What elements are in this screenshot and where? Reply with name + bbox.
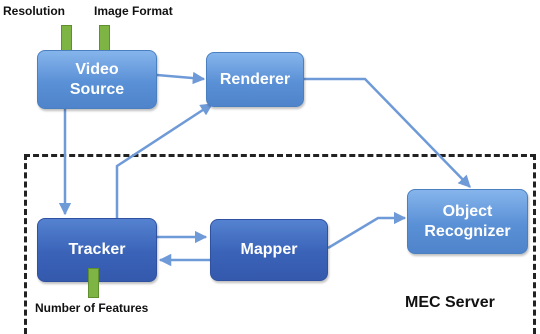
resolution-label: Resolution — [3, 4, 65, 18]
architecture-diagram: Resolution Image Format Video Source Ren… — [3, 4, 536, 334]
object-recognizer-node: Object Recognizer — [407, 189, 528, 254]
video-source-label-line2: Source — [69, 80, 125, 98]
renderer-label: Renderer — [219, 70, 291, 88]
arrow-video-source-to-renderer — [156, 71, 206, 85]
image-format-label: Image Format — [94, 4, 173, 18]
object-recognizer-label-line1: Object — [442, 202, 493, 220]
resolution-knob — [61, 25, 72, 53]
number-of-features-label: Number of Features — [35, 301, 149, 315]
mec-server-label: MEC Server — [405, 294, 495, 311]
number-of-features-knob — [88, 268, 99, 298]
arrow-tracker-to-renderer — [115, 102, 214, 218]
object-recognizer-label-line2: Recognizer — [424, 222, 511, 240]
renderer-node: Renderer — [206, 52, 304, 107]
arrow-mapper-to-object-recognizer — [327, 211, 407, 250]
arrow-renderer-to-object-recognizer — [304, 77, 471, 188]
mapper-node: Mapper — [210, 219, 328, 281]
mapper-label: Mapper — [240, 241, 298, 258]
video-source-node: Video Source — [37, 50, 157, 109]
image-format-knob — [99, 25, 110, 53]
video-source-label-line1: Video — [75, 60, 119, 78]
tracker-label: Tracker — [68, 241, 126, 258]
mec-server-region — [24, 154, 536, 334]
connections-layer — [58, 71, 471, 267]
